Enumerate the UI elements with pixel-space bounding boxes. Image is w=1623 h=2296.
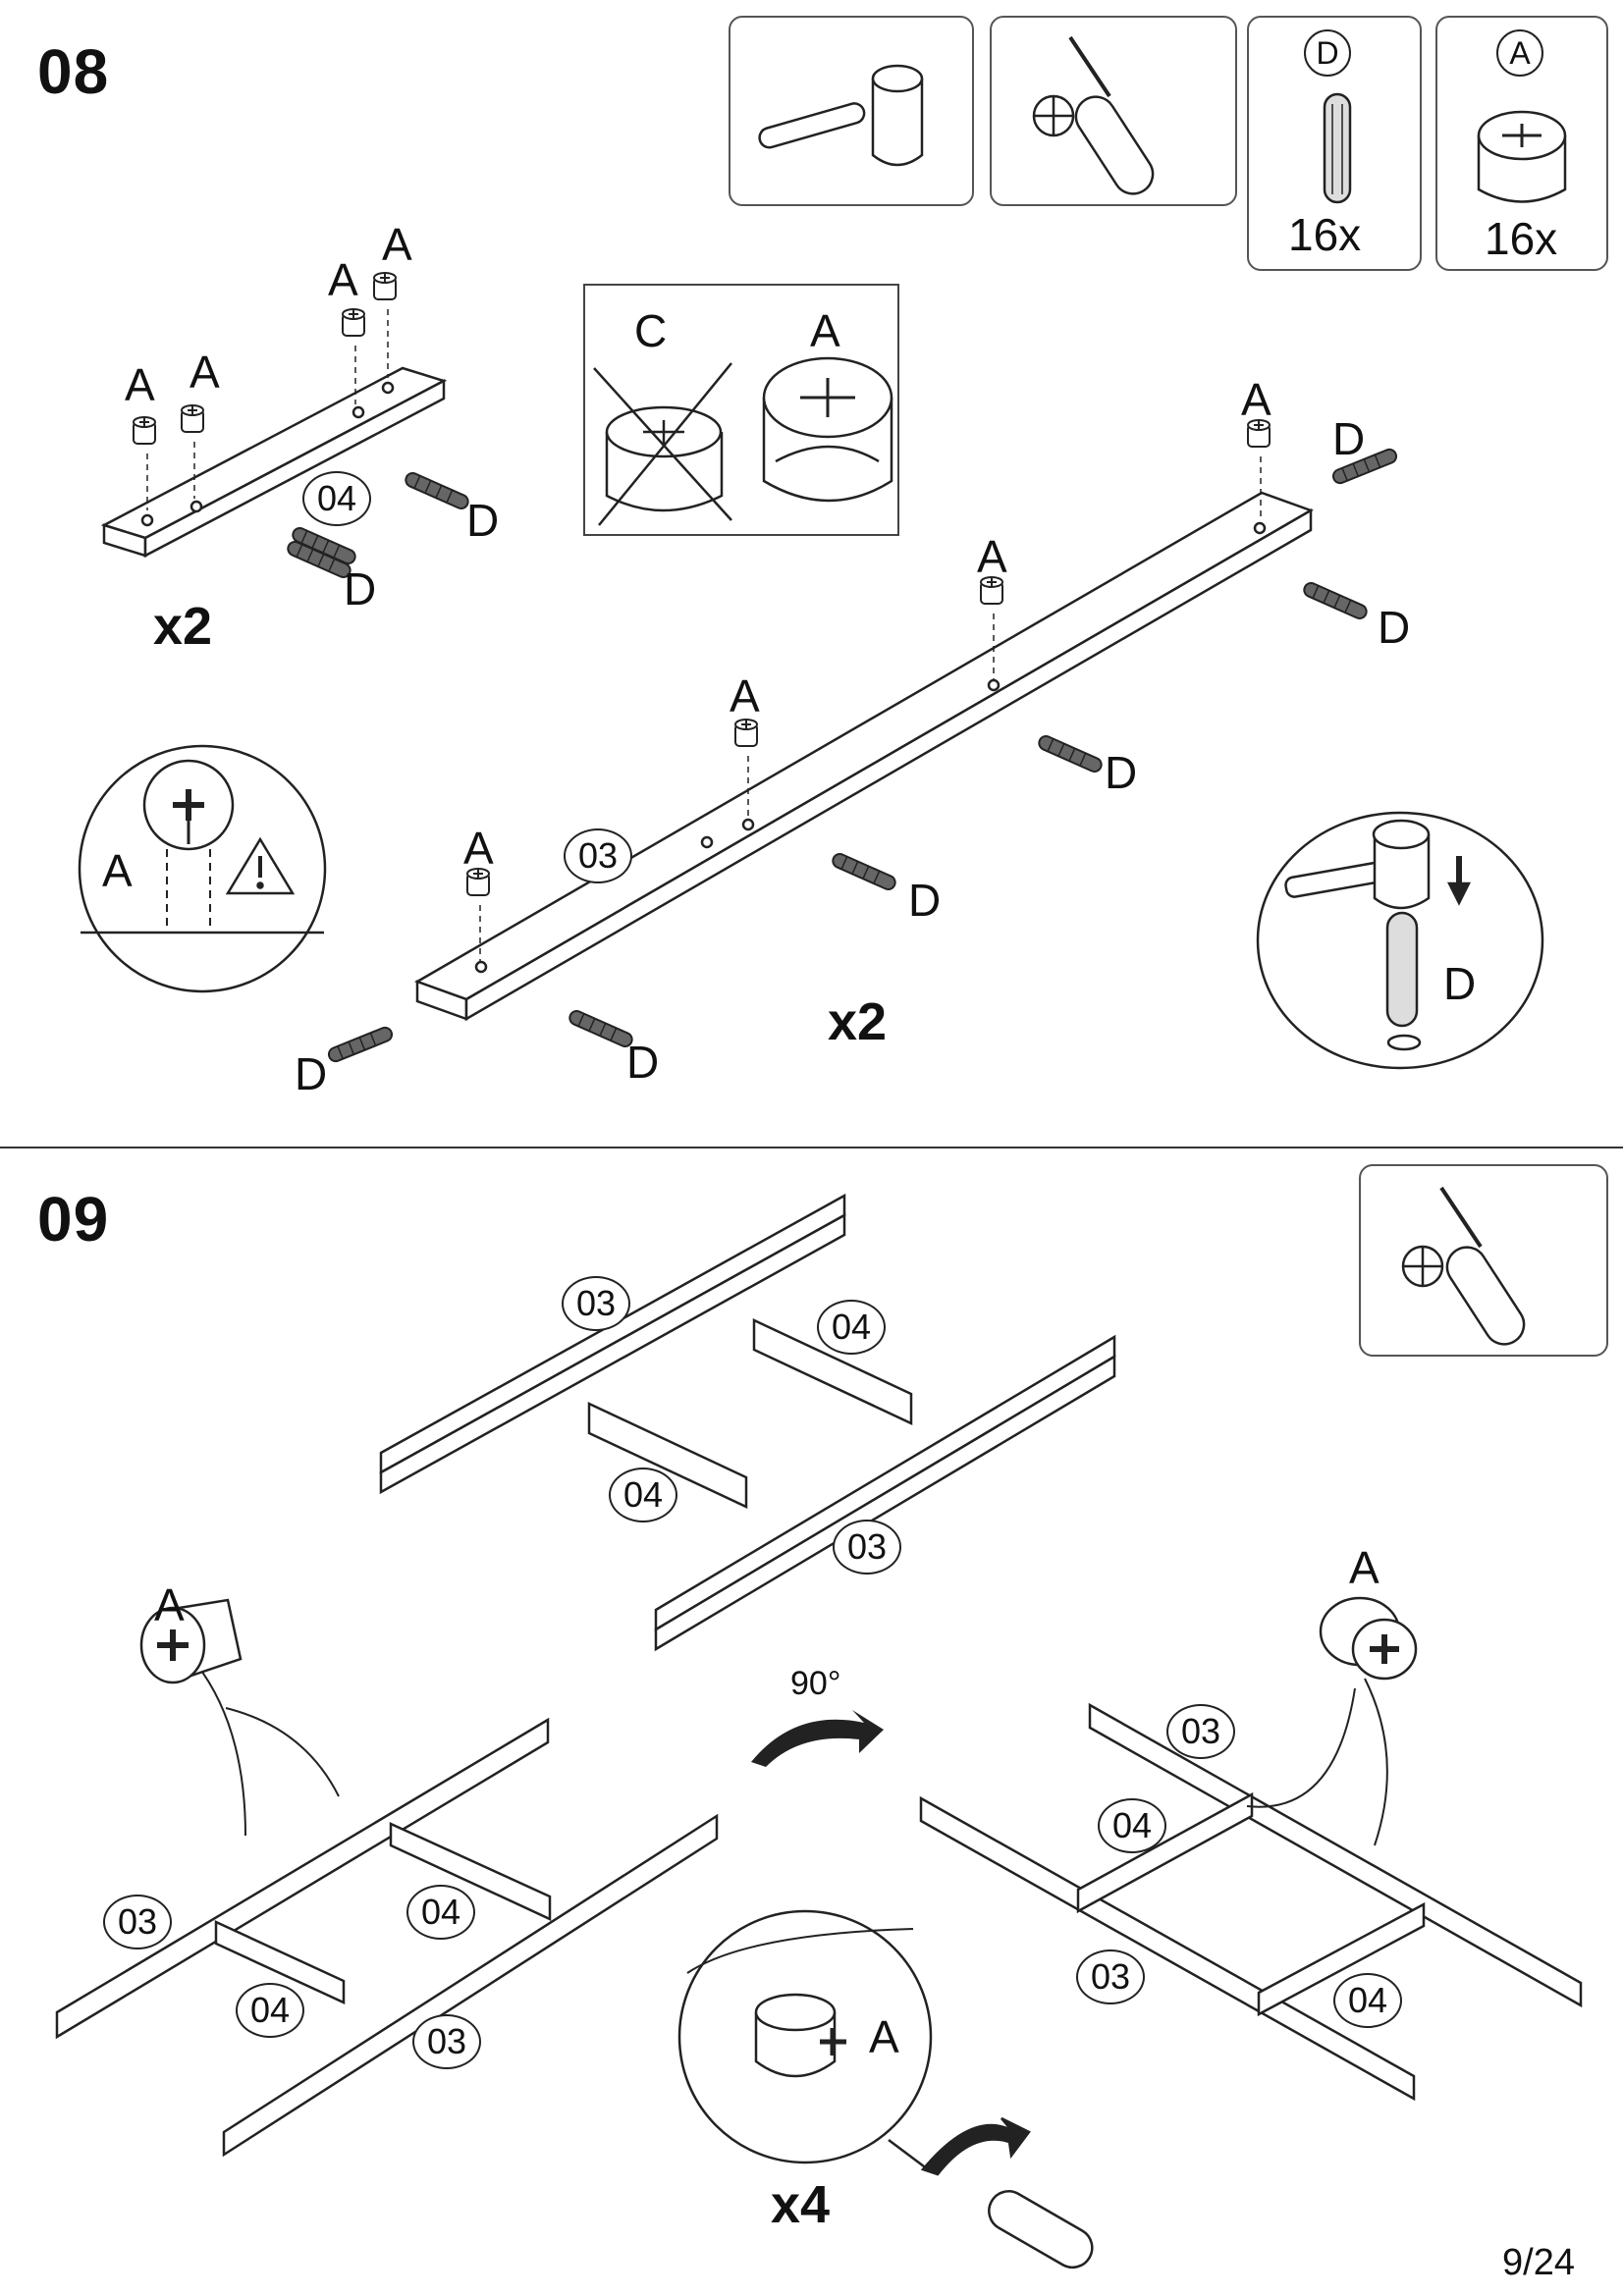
label-d: D (344, 563, 377, 614)
frame-after-rotation (919, 1678, 1583, 2102)
label-a: A (154, 1579, 185, 1630)
multiplier-short-board: x2 (153, 597, 213, 656)
page-number: 9/24 (1502, 2242, 1575, 2283)
label-d: D (1378, 602, 1411, 653)
label-a: A (102, 845, 133, 896)
part-label-03: 03 (412, 2014, 481, 2069)
part-label-04: 04 (609, 1468, 677, 1522)
label-c: C (634, 305, 668, 356)
cam-lock-icon (1477, 110, 1567, 203)
tool-screwdriver (990, 16, 1237, 206)
part-label-03: 03 (103, 1895, 172, 1949)
part-label-03: 03 (833, 1520, 901, 1575)
label-d: D (626, 1037, 660, 1088)
tool-hammer (729, 16, 974, 206)
tool-screwdriver-step09 (1359, 1164, 1608, 1357)
part-label-04: 04 (1333, 1973, 1402, 2028)
part-label-03: 03 (1166, 1704, 1235, 1759)
hammer-icon (758, 64, 924, 167)
label-a: A (1241, 374, 1271, 425)
label-a: A (1349, 1542, 1380, 1593)
dowel-badge: D (1304, 29, 1351, 77)
label-a: A (810, 305, 840, 356)
multiplier-long-board: x2 (828, 992, 888, 1051)
part-label-04: 04 (302, 471, 371, 526)
step-divider (0, 1147, 1623, 1148)
cam-quantity: 16x (1485, 213, 1558, 264)
label-d: D (295, 1048, 328, 1099)
frame-before-rotation (55, 1663, 719, 2158)
multiplier-cam-screw: x4 (771, 2175, 831, 2234)
screw-cam-detail (677, 1909, 1094, 2269)
hardware-cam-a: A 16x (1435, 16, 1608, 271)
step-number-09: 09 (37, 1184, 110, 1255)
label-d: D (466, 495, 500, 546)
label-d: D (908, 875, 942, 926)
board-03-step08 (414, 491, 1314, 1022)
part-label-04: 04 (1098, 1798, 1166, 1853)
part-label-03: 03 (1076, 1949, 1145, 2004)
label-a: A (328, 254, 358, 305)
dowel-icon (1323, 92, 1352, 204)
label-a: A (869, 2011, 899, 2062)
part-label-03: 03 (564, 828, 632, 883)
hardware-dowel-d: D 16x (1247, 16, 1422, 271)
rotate-arrow-icon (751, 1710, 884, 1767)
correct-cam-a (762, 356, 893, 503)
parts-exploded-step09 (379, 1193, 1116, 1652)
cam-detail-left (139, 1598, 243, 1684)
cam-detail-right (1319, 1596, 1418, 1681)
board-04-step08 (100, 366, 448, 559)
label-a: A (382, 219, 412, 270)
part-label-04: 04 (406, 1885, 475, 1940)
step-number-08: 08 (37, 36, 110, 107)
cam-badge: A (1496, 29, 1543, 77)
label-a: A (125, 359, 155, 410)
part-label-03: 03 (562, 1276, 630, 1331)
label-a: A (977, 531, 1007, 582)
rotation-angle: 90° (790, 1665, 841, 1702)
cam-orientation-detail (78, 744, 327, 993)
label-d: D (1332, 413, 1366, 464)
hammer-dowel-detail (1256, 811, 1544, 1070)
phillips-screwdriver-icon (1032, 35, 1155, 195)
label-a: A (189, 347, 220, 398)
dowel-quantity: 16x (1288, 209, 1362, 260)
wrong-cam-c (593, 362, 732, 526)
label-d: D (1443, 958, 1477, 1009)
label-a: A (463, 823, 494, 874)
phillips-screwdriver-icon (1401, 1186, 1526, 1346)
part-label-04: 04 (817, 1300, 886, 1355)
label-a: A (730, 670, 760, 721)
part-label-04: 04 (236, 1983, 304, 2038)
label-d: D (1105, 747, 1138, 798)
